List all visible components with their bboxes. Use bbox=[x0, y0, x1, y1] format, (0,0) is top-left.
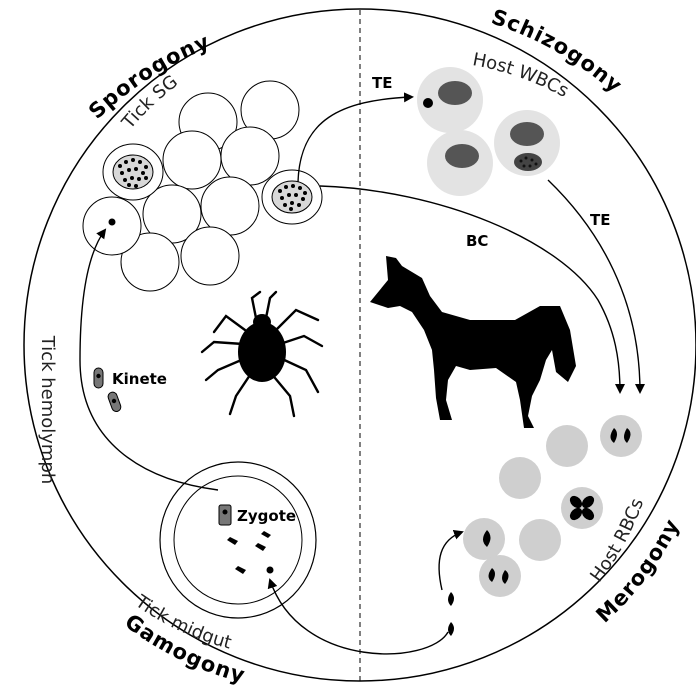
zygote-cell bbox=[219, 505, 231, 525]
sporozoite-dot bbox=[109, 219, 116, 226]
rbc-merozoites-maltese bbox=[561, 487, 603, 529]
zygote-nucleus bbox=[223, 510, 228, 515]
rbc-merozoites-pair-top bbox=[600, 415, 642, 457]
label-bc: BC bbox=[466, 232, 488, 250]
host-wbc-3 bbox=[494, 110, 560, 176]
host-wbc-2 bbox=[427, 130, 493, 196]
arrow-merozoite-loop bbox=[439, 532, 462, 590]
tick-head bbox=[253, 314, 271, 330]
midgut-dot bbox=[267, 567, 274, 574]
label-zygote: Zygote bbox=[237, 507, 296, 525]
label-te-top: TE bbox=[372, 74, 392, 92]
free-merozoites bbox=[448, 592, 454, 636]
label-kinete: Kinete bbox=[112, 370, 167, 388]
location-tick-hemolymph: Tick hemolymph bbox=[37, 335, 58, 485]
tick-midgut bbox=[160, 462, 316, 618]
rbc-merozoites-pair-bottom bbox=[479, 555, 521, 597]
tick-body bbox=[238, 322, 286, 382]
rbc-merozoite-single bbox=[463, 518, 505, 560]
infected-acinus-left bbox=[103, 144, 163, 200]
arrow-sg-to-wbc bbox=[298, 97, 412, 182]
host-wbc-1 bbox=[417, 67, 483, 133]
label-te-right: TE bbox=[590, 211, 610, 229]
horse-silhouette bbox=[370, 256, 576, 428]
infected-acinus-right bbox=[262, 170, 322, 224]
